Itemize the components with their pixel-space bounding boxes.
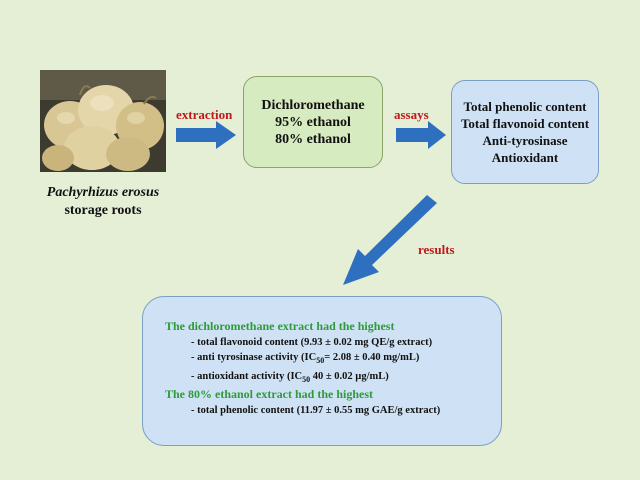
dichloromethane-heading: The dichloromethane extract had the high… xyxy=(165,319,395,333)
extraction-label: extraction xyxy=(176,107,233,122)
assays-box: Total phenolic content Total flavonoid c… xyxy=(451,80,599,184)
assays-arrow xyxy=(396,121,446,149)
source-caption: Pachyrhizus erosus storage roots xyxy=(40,184,166,220)
assay-antioxidant: Antioxidant xyxy=(491,150,559,165)
solvent-dichloromethane: Dichloromethane xyxy=(261,97,365,113)
assay-total-flavonoid: Total flavonoid content xyxy=(460,116,590,131)
species-name: Pachyrhizus erosus xyxy=(46,185,160,200)
assays-label: assays xyxy=(394,107,429,122)
result-antioxidant: - antioxidant activity (IC50 40 ± 0.02 µ… xyxy=(191,370,389,384)
ethanol-heading: The 80% ethanol extract had the highest xyxy=(165,387,373,402)
pachyrhizus-roots-photo xyxy=(40,70,166,172)
results-box: The dichloromethane extract had the high… xyxy=(142,296,502,446)
solvents-box: Dichloromethane 95% ethanol 80% ethanol xyxy=(243,76,383,168)
assay-anti-tyrosinase: Anti-tyrosinase xyxy=(482,133,568,148)
solvent-80-ethanol: 80% ethanol xyxy=(275,131,351,147)
plant-part: storage roots xyxy=(64,203,142,218)
extraction-arrow xyxy=(176,121,236,149)
assay-total-phenolic: Total phenolic content xyxy=(463,99,587,114)
results-arrow xyxy=(343,195,437,285)
result-phenolic: - total phenolic content (11.97 ± 0.55 m… xyxy=(191,404,441,416)
result-tyrosinase: - anti tyrosinase activity (IC50= 2.08 ±… xyxy=(191,352,420,366)
results-label: results xyxy=(418,242,455,257)
solvent-95-ethanol: 95% ethanol xyxy=(275,114,351,130)
result-flavonoid: - total flavonoid content (9.93 ± 0.02 m… xyxy=(191,336,433,348)
